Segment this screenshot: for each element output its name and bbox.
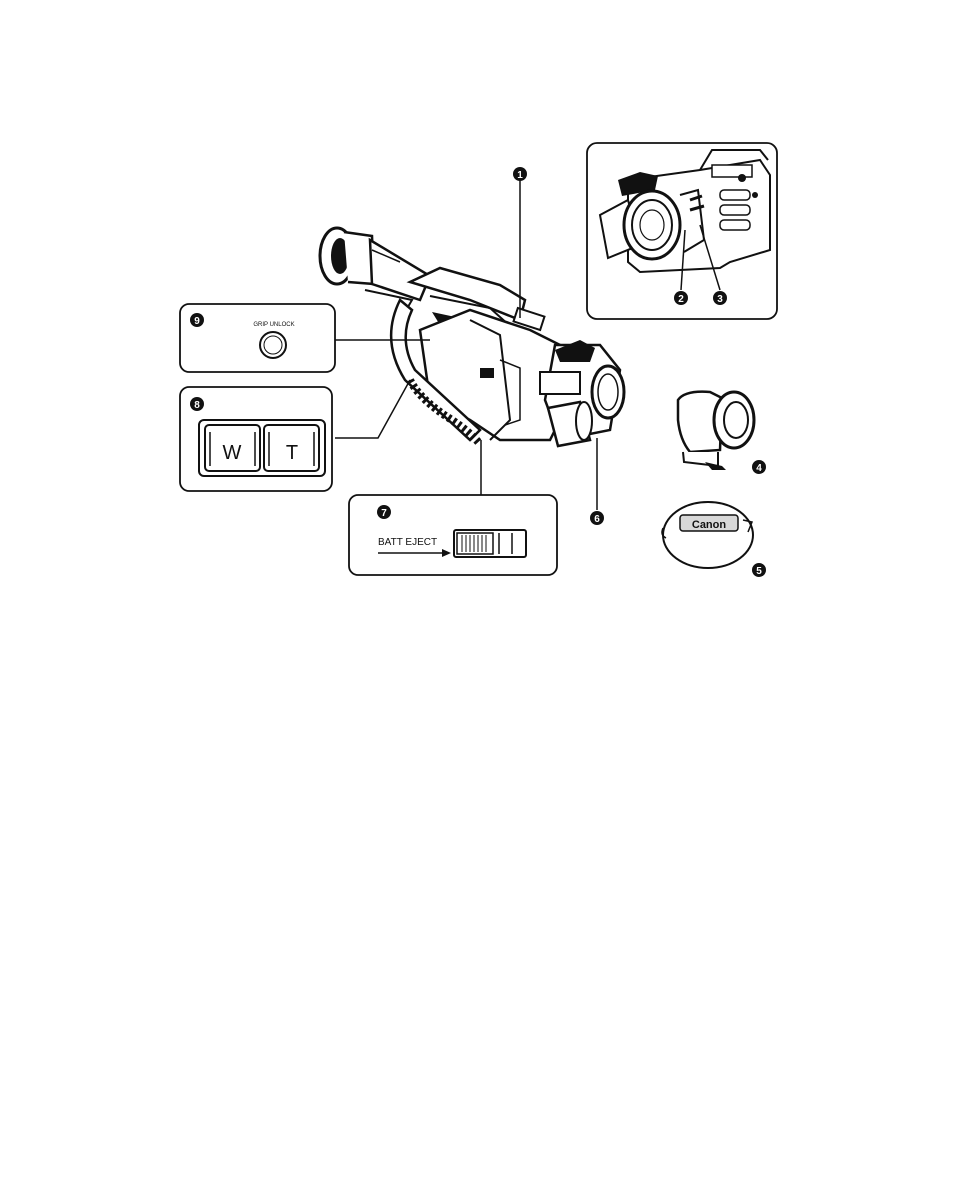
zoom-wide-label: W [223,442,242,464]
grip-unlock-panel: 9 GRIP UNLOCK [180,304,335,372]
callout-6-number: 6 [594,514,600,525]
lens-adapter-accessory: 4 [678,392,766,474]
zoom-tele-label: T [286,442,298,464]
camcorder-main: 1 6 [320,167,624,525]
callout-7-number: 7 [381,508,387,519]
callout-2-number: 2 [678,294,684,305]
callout-8-number: 8 [194,400,200,411]
zoom-panel: 8 W T [180,387,332,491]
lens-cap-accessory: Canon 5 [662,502,766,577]
callout-1-number: 1 [517,170,523,181]
callout-3-number: 3 [717,294,723,305]
grip-unlock-label: GRIP UNLOCK [253,322,294,328]
lens-cap-brand: Canon [692,519,727,531]
batt-eject-label: BATT EJECT [378,537,437,548]
batt-eject-panel: 7 BATT EJECT [349,495,557,575]
lens-detail-inset: 2 3 [587,143,777,319]
callout-4-number: 4 [756,463,762,474]
callout-5-number: 5 [756,566,762,577]
callout-9-number: 9 [194,316,200,327]
